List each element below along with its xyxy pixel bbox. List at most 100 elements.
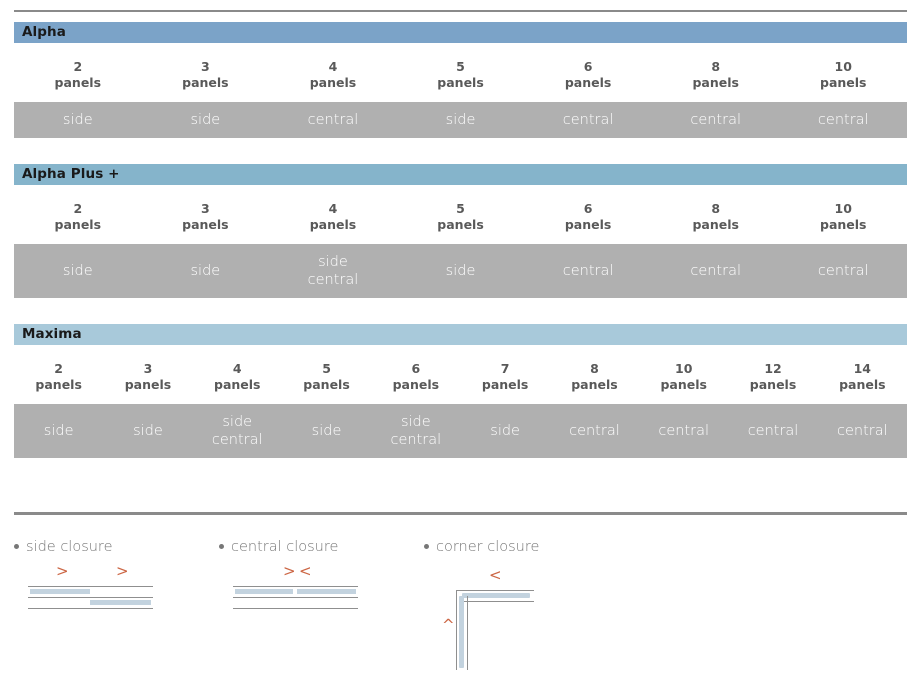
corner-closure-figure: < ^ (434, 568, 564, 673)
panel-count-cell: 10 panels (779, 59, 907, 91)
closure-type-cell: side (14, 253, 142, 289)
panel-count-unit: panels (182, 217, 229, 232)
top-divider-rule (14, 10, 907, 12)
closure-type-cell: central (524, 102, 652, 138)
panel-count-cell: 10 panels (779, 201, 907, 233)
closure-type-line: central (747, 423, 799, 439)
closure-type-line: side (490, 423, 520, 439)
panel-edge-line (28, 597, 153, 598)
closure-type-cell: side (14, 413, 103, 449)
closure-type-line: central (390, 432, 442, 448)
closure-type-line: side (190, 112, 221, 128)
panel-count-value: 4 (232, 361, 242, 376)
closure-type-line: central (690, 112, 741, 128)
panel-count-cell: 4 panels (193, 361, 282, 393)
chevron-right-icon: > (56, 562, 69, 580)
closure-type-line: central (817, 112, 869, 128)
panel-count-value: 5 (456, 201, 465, 216)
closure-type-line: central (211, 432, 263, 448)
closure-type-line: side (133, 423, 163, 439)
bullet-dot-icon (14, 543, 19, 549)
panel-count-unit: panels (692, 217, 739, 232)
panel-count-unit: panels (182, 75, 229, 90)
legend-label-wrap: central closure (219, 538, 424, 556)
closure-type-line: central (569, 423, 620, 439)
closure-type-line: side (190, 263, 221, 279)
panel-count-cell: 7 panels (460, 361, 549, 393)
panel-count-unit: panels (564, 75, 612, 90)
panel-count-unit: panels (392, 377, 440, 392)
panel-edge-line (28, 608, 153, 609)
panel-count-cell: 3 panels (142, 201, 270, 233)
bullet-dot-icon (424, 543, 429, 549)
closure-type-cell: side (142, 102, 270, 138)
closure-type-line: central (562, 263, 614, 279)
closure-type-cell: side (103, 413, 192, 449)
panel-count-value: 2 (54, 361, 63, 376)
panel-count-value: 3 (143, 361, 153, 376)
section-title-maxima: Maxima (14, 324, 907, 345)
closure-type-line: central (658, 423, 710, 439)
section-gap (0, 298, 919, 324)
closure-type-row-alpha-plus: side side side central side central cent… (14, 244, 907, 298)
legend-label-text: side closure (26, 539, 113, 555)
panel-count-unit: panels (437, 75, 484, 90)
closure-type-line: side (445, 263, 476, 279)
panel-count-header-alpha: 2 panels 3 panels 4 panels 5 panels 6 (14, 43, 907, 102)
legend-label-text: central closure (231, 539, 339, 555)
closure-type-cell: central (779, 253, 907, 289)
panel-count-cell: 2 panels (14, 59, 142, 91)
panel-count-cell: 2 panels (14, 361, 103, 393)
closure-type-cell: side (460, 413, 549, 449)
panel-count-unit: panels (437, 217, 484, 232)
panel-count-cell: 10 panels (639, 361, 728, 393)
closure-type-cell: central (728, 413, 817, 449)
panel-count-value: 4 (328, 201, 338, 216)
panel-count-cell: 8 panels (652, 201, 780, 233)
closure-type-line: side (318, 254, 348, 270)
legend-label-wrap: corner closure (424, 538, 684, 556)
section-alpha-plus: Alpha Plus + 2 panels 3 panels 4 panels … (0, 164, 919, 298)
panel-count-value: 6 (583, 59, 593, 74)
panel-count-cell: 4 panels (269, 59, 397, 91)
closure-type-line: side (222, 414, 253, 430)
panel-count-value: 12 (764, 361, 782, 376)
bullet-dot-icon (219, 543, 224, 549)
panel-count-value: 4 (328, 59, 338, 74)
legend-item-corner-closure: corner closure < ^ (424, 538, 684, 670)
panel-count-value: 3 (201, 59, 210, 74)
panel-count-cell: 12 panels (728, 361, 817, 393)
panel-count-cell: 6 panels (524, 59, 652, 91)
panel-count-unit: panels (481, 377, 529, 392)
legend-label-wrap: side closure (14, 538, 219, 556)
closure-type-cell: central (818, 413, 907, 449)
panel-bar (90, 600, 151, 605)
chevron-up-icon: ^ (442, 616, 455, 634)
panel-count-value: 6 (411, 361, 421, 376)
panel-count-cell: 2 panels (14, 201, 142, 233)
panel-count-cell: 8 panels (652, 59, 780, 91)
panel-edge-line (462, 601, 534, 602)
closure-type-cell: side (397, 253, 525, 289)
panel-edge-line (28, 586, 153, 587)
panel-bar (30, 589, 90, 594)
panel-count-unit: panels (54, 217, 102, 232)
panel-edge-line (233, 597, 358, 598)
panel-count-unit: panels (309, 75, 357, 90)
sections-container: Alpha 2 panels 3 panels 4 panels 5 panel… (0, 22, 919, 458)
closure-type-line: side (62, 112, 93, 128)
panel-count-value: 3 (201, 201, 210, 216)
panel-count-cell: 3 panels (103, 361, 192, 393)
side-closure-diagram: > > (14, 564, 219, 668)
panel-count-cell: 6 panels (371, 361, 460, 393)
section-title-alpha: Alpha (14, 22, 907, 43)
panel-bar (297, 589, 356, 594)
closure-type-line: side (445, 112, 476, 128)
panel-count-unit: panels (749, 377, 797, 392)
central-closure-diagram: > < (219, 564, 424, 668)
section-maxima: Maxima 2 panels 3 panels 4 panels 5 pane… (0, 324, 919, 458)
closure-type-cell: side central (371, 404, 460, 458)
chevron-left-icon: < (299, 562, 312, 580)
panel-count-value: 8 (590, 361, 599, 376)
closure-type-line: central (836, 423, 888, 439)
